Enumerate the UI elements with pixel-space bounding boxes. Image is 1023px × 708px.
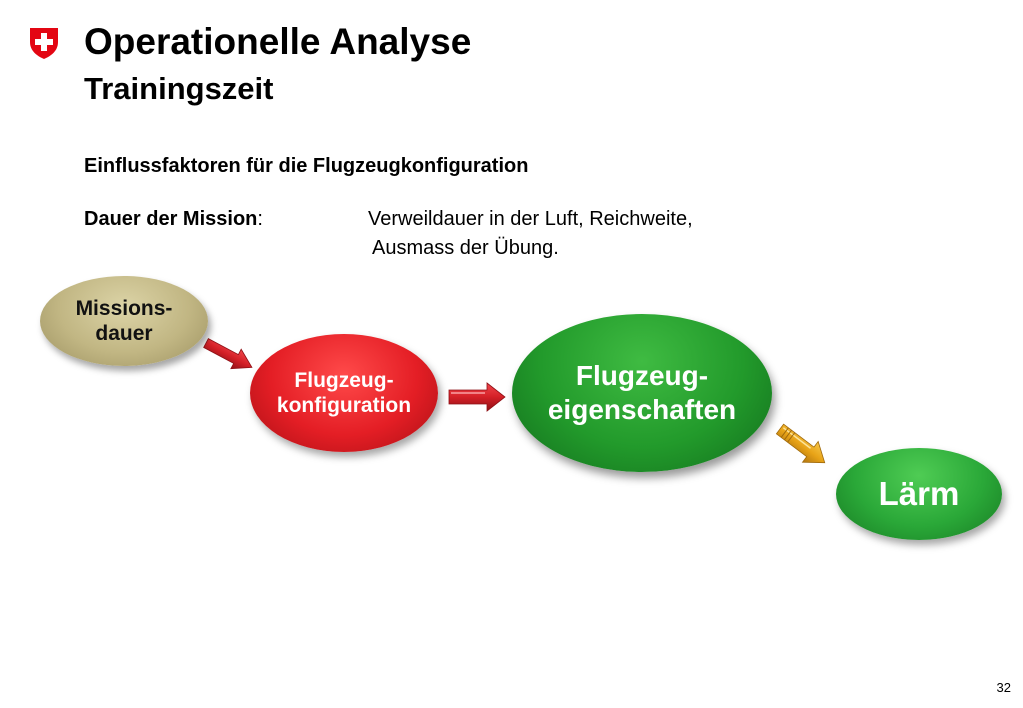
node-flugzeugeigenschaften-line2: eigenschaften xyxy=(547,394,737,425)
definition-text-line2: Ausmass der Übung. xyxy=(372,237,559,259)
page-number: 32 xyxy=(996,680,1011,695)
swiss-coat-of-arms-logo xyxy=(30,28,58,59)
node-flugzeugkonfiguration-line2: konfiguration xyxy=(276,394,412,417)
node-missionsdauer-line2: dauer xyxy=(95,322,153,345)
node-missionsdauer-line1: Missions- xyxy=(75,296,173,320)
node-flugzeugeigenschaften: Flugzeug- eigenschaften xyxy=(512,314,772,472)
arrow-eigenschaften-to-laerm xyxy=(775,423,826,464)
page-title: Operationelle Analyse xyxy=(84,21,472,62)
node-laerm: Lärm xyxy=(836,448,1002,540)
node-laerm-label: Lärm xyxy=(878,475,960,513)
section-heading: Einflussfaktoren für die Flugzeugkonfigu… xyxy=(84,155,529,177)
arrow-konfiguration-to-eigenschaften xyxy=(448,382,506,412)
node-flugzeugkonfiguration-line1: Flugzeug- xyxy=(294,368,394,392)
definition-term-label: Dauer der Mission xyxy=(84,208,258,230)
definition-term: Dauer der Mission: xyxy=(84,208,263,231)
node-missionsdauer: Missions- dauer xyxy=(40,276,208,366)
arrow-missionsdauer-to-konfiguration xyxy=(203,338,253,370)
page-subtitle: Trainingszeit xyxy=(84,71,274,106)
node-flugzeugkonfiguration: Flugzeug- konfiguration xyxy=(250,334,438,452)
definition-text-line1: Verweildauer in der Luft, Reichweite, xyxy=(368,208,693,230)
node-flugzeugeigenschaften-line1: Flugzeug- xyxy=(575,360,709,392)
definition-colon: : xyxy=(257,208,263,230)
